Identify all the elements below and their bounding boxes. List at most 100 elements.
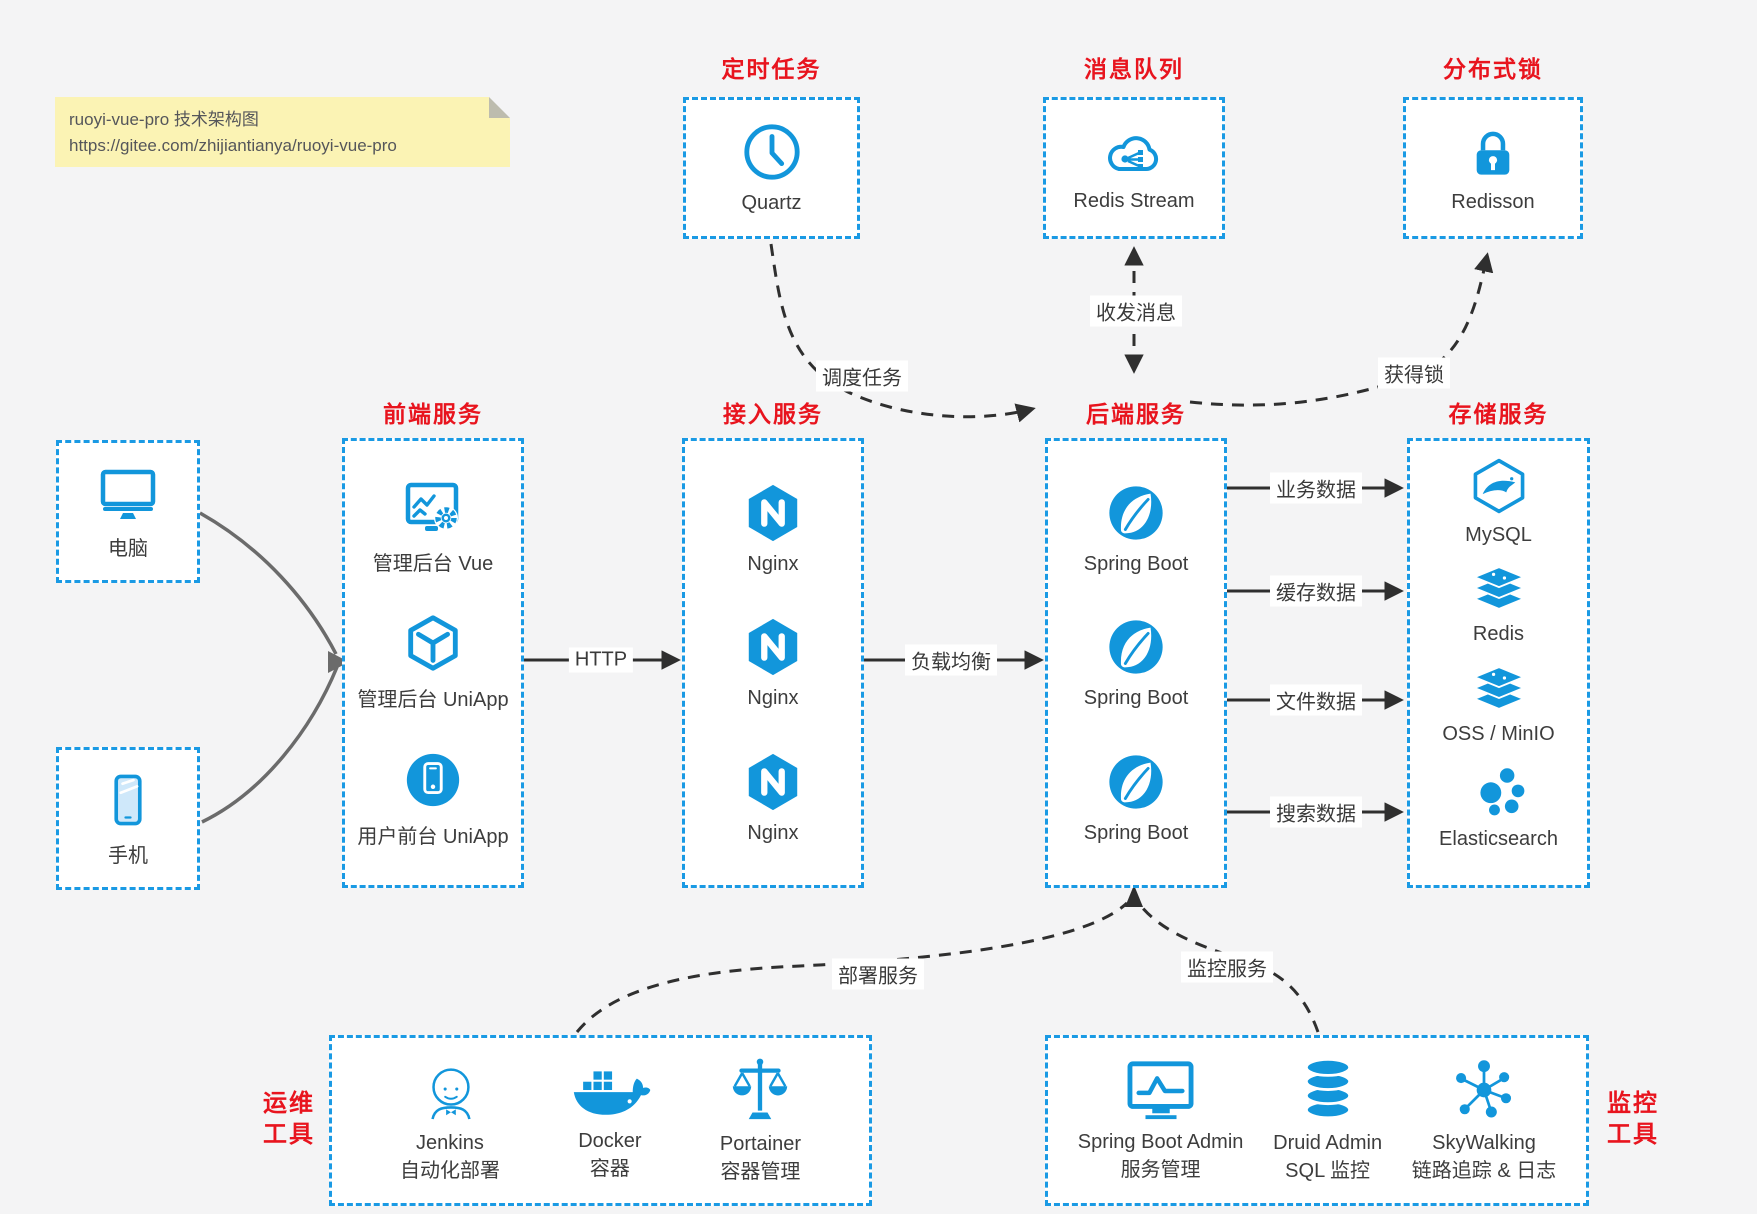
- node-label: MySQL: [1465, 523, 1532, 546]
- tool-name: Spring Boot Admin: [1077, 1130, 1244, 1153]
- nginx-icon: [748, 618, 798, 676]
- title-line: 工具: [1607, 1121, 1659, 1149]
- title-message-queue: 消息队列: [1084, 56, 1184, 82]
- nginx-icon: [748, 484, 798, 541]
- node-label: Redis: [1472, 623, 1525, 646]
- edge-label-schedule: 调度任务: [816, 360, 908, 392]
- node-admin-vue: 管理后台 Vue: [373, 478, 493, 576]
- node-user-uniapp: 用户前台 UniApp: [357, 749, 509, 849]
- node-nginx-2: Nginx: [742, 616, 804, 710]
- edge-phone-to-frontend: [201, 666, 339, 824]
- edge-label-cache-data: 缓存数据: [1270, 575, 1362, 607]
- node-label: Druid Admin SQL 监控: [1273, 1129, 1382, 1185]
- note-title: ruoyi-vue-pro 技术架构图: [69, 110, 259, 129]
- node-label: Jenkins 自动化部署: [400, 1129, 500, 1185]
- tool-name: Portainer: [719, 1132, 802, 1155]
- node-label: 用户前台 UniApp: [357, 825, 509, 848]
- uniapp-cube-icon: [408, 615, 458, 671]
- spring-boot-icon: [1109, 620, 1163, 674]
- druid-icon: [1304, 1057, 1351, 1119]
- title-frontend-services: 前端服务: [383, 401, 483, 427]
- node-label: 管理后台 UniApp: [357, 689, 509, 711]
- note-url: https://gitee.com/zhijiantianya/ruoyi-vu…: [69, 136, 397, 156]
- nginx-icon: [748, 753, 798, 810]
- portainer-icon: [733, 1058, 788, 1119]
- title-backend-services: 后端服务: [1086, 401, 1186, 427]
- spring-boot-icon: [1109, 485, 1163, 540]
- jenkins-icon: [431, 1067, 471, 1119]
- tool-role: SQL 监控: [1285, 1159, 1371, 1182]
- tool-role: 容器管理: [720, 1160, 801, 1183]
- edge-label-message: 收发消息: [1090, 295, 1182, 327]
- title-storage-services: 存储服务: [1448, 401, 1549, 427]
- node-docker: Docker 容器: [568, 1059, 652, 1183]
- edge-label-file-data: 文件数据: [1270, 684, 1362, 716]
- desktop-icon: [100, 469, 156, 519]
- tool-name: SkyWalking: [1432, 1131, 1536, 1154]
- phone-box: 手机: [56, 747, 200, 890]
- node-label: Nginx: [747, 552, 799, 575]
- node-spring-boot-2: Spring Boot: [1083, 616, 1189, 710]
- node-label: Portainer 容器管理: [720, 1130, 801, 1186]
- tools-arrowhead: [1125, 885, 1143, 907]
- title-distributed-lock: 分布式锁: [1443, 56, 1543, 82]
- ops-tools-box: Jenkins 自动化部署 Docker 容器: [329, 1035, 872, 1206]
- node-label: OSS / MinIO: [1442, 722, 1555, 745]
- edge-label-monitor: 监控服务: [1181, 951, 1273, 983]
- node-redis: Redis: [1470, 562, 1528, 646]
- spring-boot-icon: [1109, 754, 1163, 809]
- quartz-box: Quartz: [683, 97, 860, 239]
- clock-icon: [743, 124, 800, 180]
- node-jenkins: Jenkins 自动化部署: [400, 1057, 500, 1185]
- title-ops-tools: 运维 工具: [254, 1088, 324, 1150]
- smartphone-icon: [114, 774, 142, 825]
- tool-role: 容器: [589, 1157, 630, 1180]
- redis-icon: [1471, 566, 1526, 611]
- tool-name: Druid Admin: [1273, 1131, 1383, 1154]
- edge-label-load-balance: 负载均衡: [905, 644, 997, 676]
- node-portainer: Portainer 容器管理: [720, 1056, 801, 1186]
- title-line: 监控: [1607, 1090, 1659, 1117]
- node-phone: 手机: [99, 770, 157, 868]
- edge-label-lock: 获得锁: [1378, 357, 1450, 389]
- cloud-stream-icon: [1108, 136, 1159, 172]
- node-label: Nginx: [747, 821, 799, 844]
- edge-label-search-data: 搜索数据: [1270, 796, 1362, 828]
- node-spring-boot-admin: Spring Boot Admin 服务管理: [1078, 1058, 1244, 1184]
- docker-icon: [573, 1070, 651, 1115]
- tool-role: 服务管理: [1120, 1158, 1201, 1181]
- node-label: Spring Boot: [1083, 552, 1189, 575]
- monitor-tools-box: Spring Boot Admin 服务管理 Druid Admin SQL 监…: [1045, 1035, 1589, 1206]
- node-label: Nginx: [747, 687, 799, 709]
- edge-label-http: HTTP: [568, 647, 634, 673]
- node-druid-admin: Druid Admin SQL 监控: [1273, 1057, 1382, 1185]
- node-label: SkyWalking 链路追踪 & 日志: [1412, 1129, 1556, 1185]
- tool-name: Docker: [578, 1129, 642, 1152]
- node-label: Redisson: [1451, 191, 1535, 213]
- node-redis-stream: Redis Stream: [1073, 123, 1195, 213]
- node-label: Elasticsearch: [1439, 828, 1558, 851]
- tool-role: 链路追踪 & 日志: [1411, 1159, 1557, 1182]
- node-label: Spring Boot: [1083, 687, 1189, 709]
- computer-box: 电脑: [56, 440, 200, 583]
- redis-stream-box: Redis Stream: [1043, 97, 1225, 239]
- spring-boot-admin-icon: [1127, 1060, 1194, 1119]
- node-computer: 电脑: [96, 463, 160, 561]
- lock-icon: [1476, 131, 1510, 175]
- node-spring-boot-1: Spring Boot: [1083, 482, 1189, 576]
- node-skywalking: SkyWalking 链路追踪 & 日志: [1412, 1057, 1556, 1185]
- node-nginx-1: Nginx: [742, 482, 804, 576]
- title-scheduled-tasks: 定时任务: [721, 56, 822, 82]
- node-label: Spring Boot Admin 服务管理: [1078, 1128, 1244, 1184]
- edge-computer-to-frontend: [199, 511, 338, 655]
- user-app-icon: [406, 753, 460, 806]
- node-mysql: MySQL: [1465, 457, 1532, 547]
- node-nginx-3: Nginx: [742, 751, 804, 845]
- node-elasticsearch: Elasticsearch: [1439, 761, 1558, 851]
- admin-vue-icon: [405, 482, 459, 531]
- title-line: 运维: [263, 1090, 315, 1117]
- redisson-box: Redisson: [1403, 97, 1583, 239]
- title-monitor-tools: 监控 工具: [1598, 1088, 1668, 1150]
- node-label: Redis Stream: [1073, 190, 1195, 212]
